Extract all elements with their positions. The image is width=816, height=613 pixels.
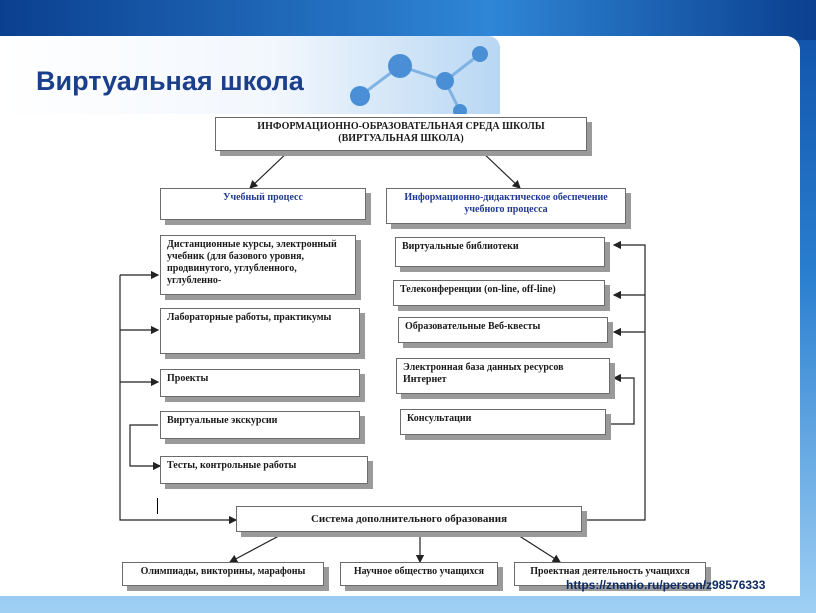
left-item-distance-courses: Дистанционные курсы, электронный учебник… bbox=[160, 235, 356, 295]
info-support-box: Информационно-дидактическое обеспечение … bbox=[386, 188, 626, 224]
right-item-consultations: Консультации bbox=[400, 409, 606, 435]
additional-education-box: Система дополнительного образования bbox=[236, 506, 582, 532]
bottom-item-science-society: Научное общество учащихся bbox=[340, 562, 498, 586]
right-item-internet-db: Электронная база данных ресурсов Интерне… bbox=[396, 358, 610, 394]
left-item-tests: Тесты, контрольные работы bbox=[160, 456, 368, 484]
learning-process-box: Учебный процесс bbox=[160, 188, 366, 220]
text-cursor bbox=[157, 498, 158, 514]
root-box: ИНФОРМАЦИОННО-ОБРАЗОВАТЕЛЬНАЯ СРЕДА ШКОЛ… bbox=[215, 117, 587, 151]
right-item-web-quests: Образовательные Веб-квесты bbox=[398, 317, 608, 343]
left-item-projects: Проекты bbox=[160, 369, 360, 397]
slide-title: Виртуальная школа bbox=[36, 66, 304, 96]
title-band bbox=[0, 36, 500, 114]
header-strip bbox=[0, 0, 816, 40]
left-item-virtual-tours: Виртуальные экскурсии bbox=[160, 411, 360, 439]
bottom-item-olympiads: Олимпиады, викторины, марафоны bbox=[122, 562, 324, 586]
right-item-virtual-libraries: Виртуальные библиотеки bbox=[395, 237, 605, 267]
watermark-url[interactable]: https://znanio.ru/person/z98576333 bbox=[566, 578, 766, 592]
bottom-item-project-activity: Проектная деятельность учащихся bbox=[514, 562, 706, 586]
right-item-teleconferences: Телеконференции (on-line, off-line) bbox=[393, 280, 605, 306]
left-item-lab-works: Лабораторные работы, практикумы bbox=[160, 308, 360, 354]
molecule-decoration bbox=[350, 46, 488, 116]
